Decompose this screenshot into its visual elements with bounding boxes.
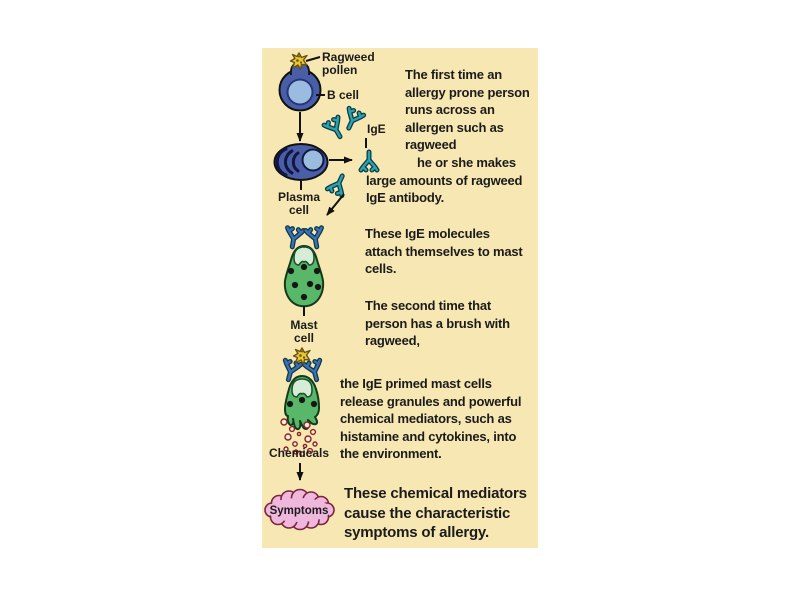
text-line: cause the characteristic <box>344 504 511 522</box>
text-line: ragweed <box>405 137 457 152</box>
b-cell-label: B cell <box>327 88 359 102</box>
text-line: These IgE molecules <box>365 226 490 241</box>
text-line: ragweed, <box>365 333 420 348</box>
flow-arrow <box>326 193 345 216</box>
ige-antibody-icon <box>324 117 347 141</box>
text-makes-antibody: he or she makes large amounts of ragweed… <box>366 154 522 207</box>
ragweed-pollen-label: pollen <box>322 63 357 77</box>
label-pointer-line <box>305 56 321 62</box>
text-line: he or she makes <box>417 155 516 170</box>
text-line: attach themselves to mast <box>365 243 523 259</box>
text-line: The second time that <box>365 298 492 313</box>
plasma-cell-illustration <box>273 143 329 181</box>
chemicals-label: Chemicals <box>269 446 329 460</box>
ige-antibody-icon <box>327 173 349 196</box>
mast-cell-label: cell <box>294 331 314 345</box>
symptoms-cloud: Symptoms <box>264 488 335 531</box>
text-line: release granules and powerful <box>340 393 522 409</box>
symptoms-label: Symptoms <box>270 505 329 517</box>
b-cell-illustration <box>278 52 322 112</box>
text-symptoms-result: These chemical mediators cause the chara… <box>344 484 527 543</box>
chemical-granules <box>280 418 318 457</box>
text-line: histamine and cytokines, into <box>340 428 517 444</box>
ige-antibody-icon <box>306 228 325 249</box>
ragweed-pollen-label: Ragweed <box>322 50 375 64</box>
text-line: These chemical mediators <box>344 485 527 502</box>
ige-antibody-icon <box>342 108 364 131</box>
mast-cell-illustration <box>284 228 325 308</box>
text-line: person has a brush with <box>365 315 510 331</box>
text-second-exposure: The second time that person has a brush … <box>365 297 510 350</box>
text-line: cells. <box>365 261 397 276</box>
ige-antibody-icon <box>284 228 303 249</box>
degranulating-mast-cell-illustration <box>280 347 325 457</box>
diagram-panel: Ragweed pollen B cell IgE <box>262 48 538 548</box>
mast-cell-label: Mast <box>290 318 317 332</box>
text-first-exposure: The first time an allergy prone person r… <box>405 66 530 154</box>
text-line: allergy prone person <box>405 84 530 100</box>
text-line: The first time an <box>405 67 503 82</box>
diagram-art: Ragweed pollen B cell IgE <box>264 50 386 531</box>
text-line: IgE antibody. <box>366 190 445 205</box>
plasma-cell-label: Plasma <box>278 190 320 204</box>
text-line: chemical mediators, such as <box>340 411 512 426</box>
text-granule-release: the IgE primed mast cells release granul… <box>340 375 522 463</box>
text-ige-attach: These IgE molecules attach themselves to… <box>365 225 523 278</box>
text-line: allergen such as <box>405 119 504 135</box>
text-line: runs across an <box>405 102 495 117</box>
ige-label: IgE <box>367 122 386 136</box>
text-line: large amounts of ragweed <box>366 172 523 188</box>
text-line: symptoms of allergy. <box>344 524 489 541</box>
plasma-cell-label: cell <box>289 203 309 217</box>
text-line: the IgE primed mast cells <box>340 376 492 391</box>
text-line: the environment. <box>340 446 442 461</box>
